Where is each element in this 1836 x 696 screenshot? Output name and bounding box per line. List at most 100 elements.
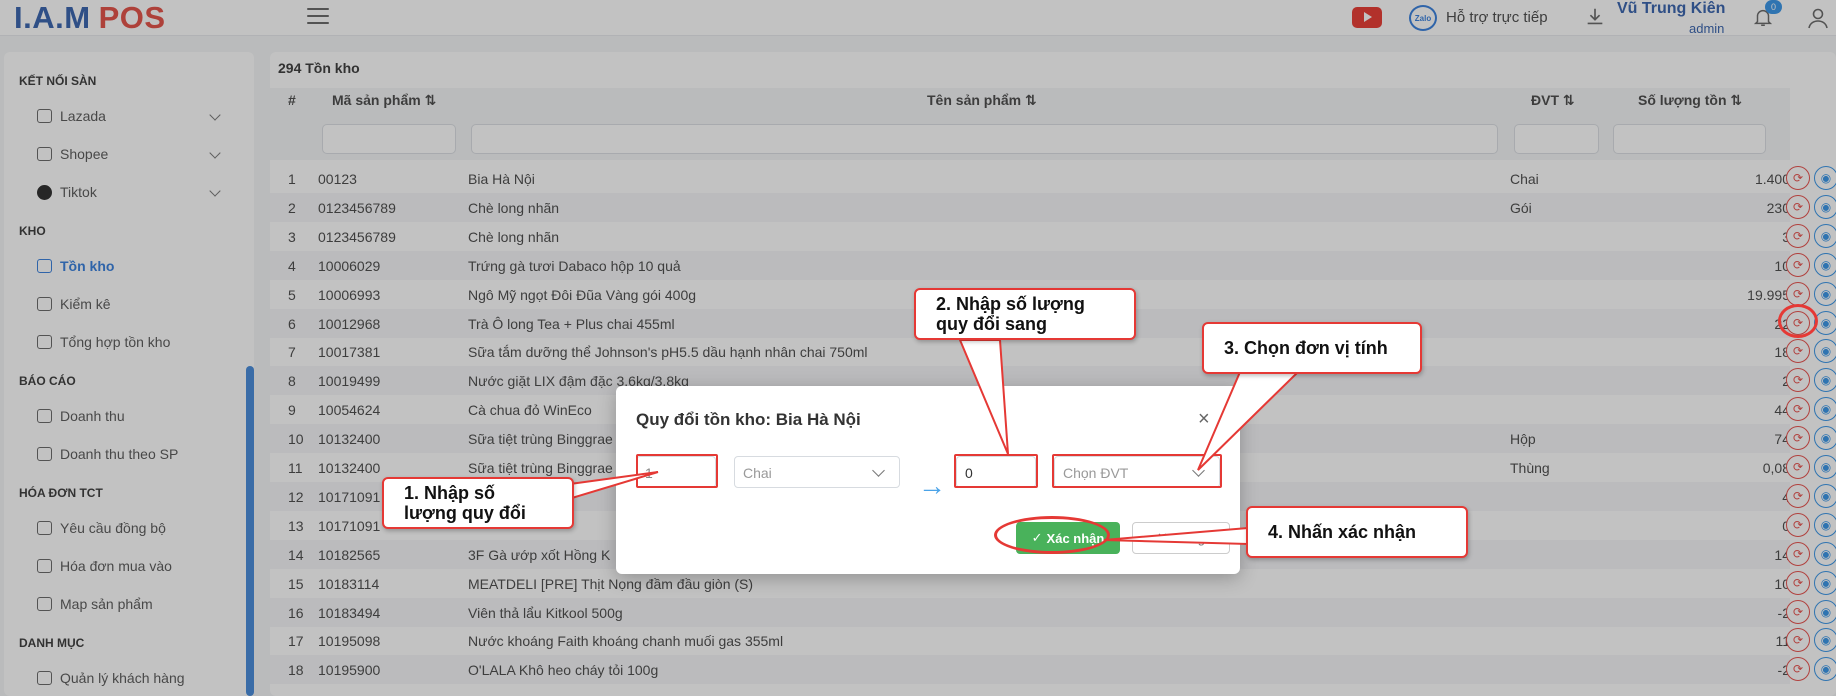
sidebar-item-revenue[interactable]: Doanh thu [37,408,125,424]
cell-idx: 11 [288,460,303,476]
sidebar-item-sync-request[interactable]: Yêu cầu đồng bộ [37,520,166,536]
eye-icon[interactable]: ◉ [1814,512,1836,537]
sidebar-item-lazada[interactable]: Lazada [37,108,106,124]
convert-icon[interactable]: ⟳ [1786,599,1810,624]
eye-icon[interactable]: ◉ [1814,483,1836,508]
callout-step-1: 1. Nhập số lượng quy đổi [382,477,574,529]
sidebar-item-inventory-summary[interactable]: Tổng hợp tồn kho [37,334,170,350]
convert-icon[interactable]: ⟳ [1786,339,1810,364]
convert-icon[interactable]: ⟳ [1786,570,1810,595]
sidebar-item-shopee[interactable]: Shopee [37,146,108,162]
convert-icon[interactable]: ⟳ [1786,628,1810,653]
cell-name: Chè long nhãn [468,228,560,245]
filter-qty-input[interactable] [1613,124,1766,154]
eye-icon[interactable]: ◉ [1814,397,1836,422]
cell-idx: 16 [288,604,304,621]
shopee-icon [37,147,52,161]
sidebar-item-purchase-invoices[interactable]: Hóa đơn mua vào [37,558,172,574]
eye-icon[interactable]: ◉ [1814,166,1836,190]
convert-icon[interactable]: ⟳ [1786,166,1810,190]
eye-icon[interactable]: ◉ [1814,339,1836,364]
sidebar-item-product-map[interactable]: Map sản phẩm [37,596,153,612]
convert-icon[interactable]: ⟳ [1786,657,1810,682]
cell-idx: 14 [288,546,304,563]
menu-toggle-icon[interactable] [307,8,329,26]
eye-icon[interactable]: ◉ [1814,194,1836,219]
top-header: I.A.M POS Zalo Hỗ trợ trực tiếp Vũ Trung… [0,0,1836,36]
list-icon [37,259,52,273]
close-button[interactable]: ✕Đóng [1132,522,1230,554]
app-logo[interactable]: I.A.M POS [14,0,166,36]
convert-icon[interactable]: ⟳ [1786,541,1810,566]
eye-icon[interactable]: ◉ [1814,223,1836,248]
cell-name: Nước khoáng Faith khoáng chanh muối gas … [468,633,784,650]
eye-icon[interactable]: ◉ [1814,426,1836,451]
convert-icon[interactable]: ⟳ [1786,194,1810,219]
cell-qty: 1.400 [1754,171,1790,187]
support-link[interactable]: Hỗ trợ trực tiếp [1446,9,1548,26]
cell-idx: 17 [288,633,304,650]
close-icon[interactable]: × [1198,408,1210,430]
user-name[interactable]: Vũ Trung Kiên [1617,0,1726,17]
cell-name: Bia Hà Nội [468,171,535,187]
cell-idx: 7 [288,344,296,361]
filter-unit-input[interactable] [1514,124,1599,154]
col-header-code[interactable]: Mã sản phẩm ⇅ [332,92,437,108]
convert-icon[interactable]: ⟳ [1786,483,1810,508]
dialog-title: Quy đổi tồn kho: Bia Hà Nội [636,410,861,429]
cell-code: 10171091 [318,488,381,505]
convert-icon[interactable]: ⟳ [1786,512,1810,537]
cell-code: 10017381 [318,344,381,361]
convert-icon[interactable]: ⟳ [1786,455,1810,479]
cell-idx: 10 [288,431,304,448]
col-header-unit[interactable]: ĐVT ⇅ [1531,92,1575,108]
eye-icon[interactable]: ◉ [1814,455,1836,479]
eye-icon[interactable]: ◉ [1814,570,1836,595]
convert-icon[interactable]: ⟳ [1786,223,1810,248]
user-icon[interactable] [1806,6,1830,30]
eye-icon[interactable]: ◉ [1814,628,1836,653]
cell-unit: Gói [1510,199,1532,216]
convert-icon[interactable]: ⟳ [1786,397,1810,422]
download-icon[interactable] [1584,6,1606,28]
eye-icon[interactable]: ◉ [1814,281,1836,306]
sidebar-item-customers[interactable]: Quản lý khách hàng [37,670,185,686]
eye-icon[interactable]: ◉ [1814,368,1836,393]
cell-unit: Thùng [1510,460,1550,476]
cell-name: Chè long nhãn [468,199,560,216]
col-header-qty[interactable]: Số lượng tồn ⇅ [1638,92,1743,108]
youtube-icon[interactable] [1352,7,1382,28]
sidebar-scrollbar[interactable] [246,366,254,696]
convert-icon[interactable]: ⟳ [1786,368,1810,393]
convert-icon[interactable]: ⟳ [1786,252,1810,277]
convert-icon[interactable]: ⟳ [1786,426,1810,451]
cell-idx: 9 [288,402,296,419]
source-unit-select[interactable]: Chai [734,456,900,488]
filter-code-input[interactable] [322,124,456,154]
callout-step-3: 3. Chọn đơn vị tính [1202,322,1422,374]
sidebar-item-tiktok[interactable]: Tiktok [37,184,97,200]
eye-icon[interactable]: ◉ [1814,541,1836,566]
filter-name-input[interactable] [471,124,1498,154]
sidebar-item-stocktake[interactable]: Kiểm kê [37,296,111,312]
arrow-right-icon: → [918,470,946,501]
cell-idx: 18 [288,662,304,679]
sidebar-item-inventory[interactable]: Tồn kho [37,258,114,274]
sidebar-item-revenue-by-product[interactable]: Doanh thu theo SP [37,446,178,462]
eye-icon[interactable]: ◉ [1814,252,1836,277]
zalo-icon[interactable]: Zalo [1409,5,1437,31]
eye-icon[interactable]: ◉ [1814,599,1836,624]
col-header-name[interactable]: Tên sản phẩm ⇅ [927,92,1037,108]
eye-icon[interactable]: ◉ [1814,657,1836,682]
users-icon [37,671,52,685]
